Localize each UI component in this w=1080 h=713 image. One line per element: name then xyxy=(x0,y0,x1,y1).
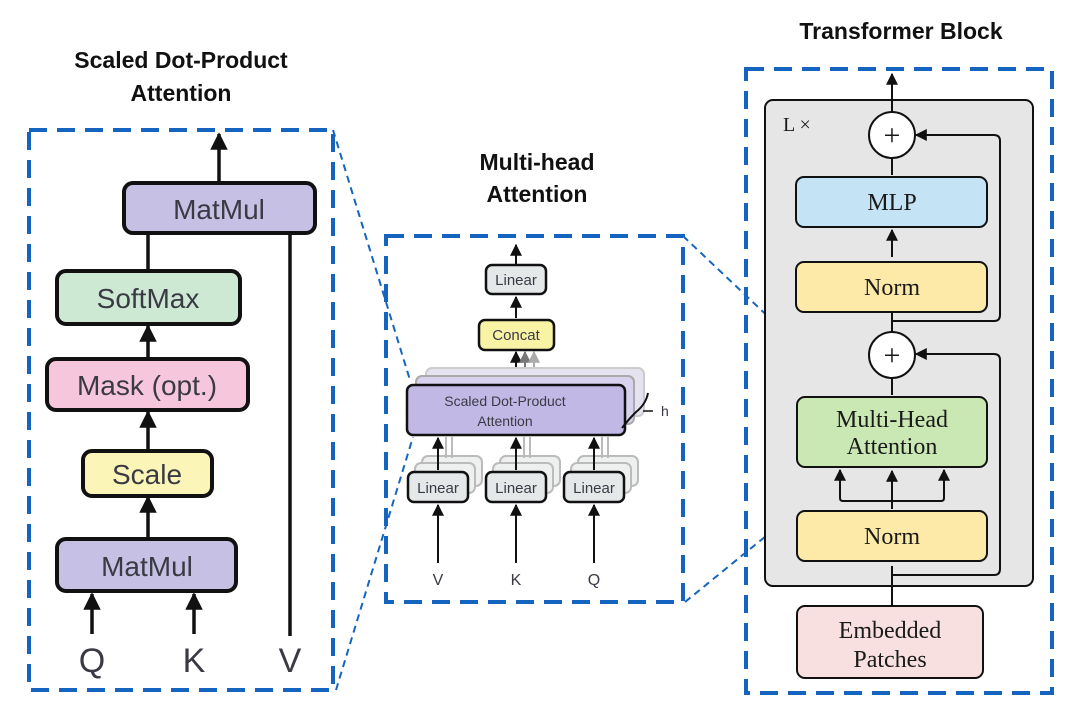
sdpa-dashed-frame xyxy=(27,128,335,692)
sdpa-scale-label: Scale xyxy=(112,459,182,490)
sdpa-matmul-bottom-block xyxy=(55,537,238,593)
multi-head-attention-label-line2: Attention xyxy=(847,434,938,460)
mha-linear-q-label: Linear xyxy=(573,480,615,497)
mha-concat-block xyxy=(477,318,556,352)
add-node-bottom xyxy=(868,331,916,379)
mlp-label: MLP xyxy=(867,190,916,216)
embedded-patches-label-line1: Embedded xyxy=(839,618,942,644)
multi-head-attention-block xyxy=(796,396,988,468)
mha-linear-out-label: Linear xyxy=(495,272,537,289)
mha-input-arrows xyxy=(432,503,600,563)
mha-linear-v-block xyxy=(406,470,470,504)
sdpa-panel: Scaled Dot-Product Attention MatMul Soft… xyxy=(27,47,335,692)
sdpa-matmul-top-label: MatMul xyxy=(173,194,265,225)
sdpa-matmul-top-block xyxy=(122,181,317,235)
sdpa-input-k: K xyxy=(183,642,206,680)
mha-sdpa-label-line1: Scaled Dot-Product xyxy=(444,393,566,409)
embedded-patches-label-line2: Patches xyxy=(853,647,926,673)
sdpa-scale-block xyxy=(81,449,214,498)
norm-bottom-block xyxy=(796,510,988,562)
norm-top-label: Norm xyxy=(864,275,920,301)
mha-sdpa-block xyxy=(405,383,627,437)
mha-sdpa-label-line2: Attention xyxy=(477,413,532,429)
transformer-dashed-frame xyxy=(744,67,1054,695)
mha-concat-label: Concat xyxy=(492,327,540,344)
mlp-block xyxy=(795,176,988,228)
add-node-top-symbol: + xyxy=(884,119,901,152)
mha-heads-label: h xyxy=(661,403,669,419)
sdpa-softmax-block xyxy=(55,269,242,326)
mha-linear-v-label: Linear xyxy=(417,480,459,497)
sdpa-matmul-bottom-label: MatMul xyxy=(101,551,193,582)
connector-sdpa-bottom xyxy=(335,436,414,691)
mha-linear-k-label: Linear xyxy=(495,480,537,497)
mha-title-line2: Attention xyxy=(487,181,588,207)
add-node-top xyxy=(868,111,916,159)
norm-bottom-label: Norm xyxy=(864,524,920,550)
transformer-panel: Transformer Block L × + MLP Norm xyxy=(744,18,1054,695)
mha-linear-k-block xyxy=(484,470,548,504)
sdpa-title-line1: Scaled Dot-Product xyxy=(74,47,288,73)
transformer-title: Transformer Block xyxy=(799,18,1002,44)
sdpa-title-line2: Attention xyxy=(131,80,232,106)
mha-input-q: Q xyxy=(588,572,600,589)
transformer-flow-lines xyxy=(834,72,1001,605)
mha-input-v: V xyxy=(433,572,444,589)
mha-linear-q-block xyxy=(562,470,626,504)
mha-linear-out-block xyxy=(484,263,548,296)
connector-sdpa-top xyxy=(332,129,411,381)
repeat-label: L × xyxy=(783,114,811,136)
mha-heads-brace xyxy=(621,392,649,429)
mha-title-line1: Multi-head xyxy=(480,149,595,175)
add-node-bottom-symbol: + xyxy=(884,339,901,372)
mha-dashed-frame xyxy=(384,234,685,604)
embedded-patches-block xyxy=(796,605,984,679)
sdpa-mask-label: Mask (opt.) xyxy=(77,370,217,401)
mha-ghost-connectors xyxy=(445,436,609,458)
sdpa-mask-block xyxy=(45,357,250,412)
mha-panel: Multi-head Attention Linear Concat Scale… xyxy=(384,149,685,604)
mha-input-k: K xyxy=(511,572,522,589)
norm-top-block xyxy=(795,261,988,313)
sdpa-softmax-label: SoftMax xyxy=(97,283,200,314)
mha-linear-to-sdpa-arrows xyxy=(432,436,600,470)
sdpa-input-v: V xyxy=(279,642,302,680)
multi-head-attention-label-line1: Multi-Head xyxy=(836,407,948,433)
sdpa-input-q: Q xyxy=(79,642,105,680)
